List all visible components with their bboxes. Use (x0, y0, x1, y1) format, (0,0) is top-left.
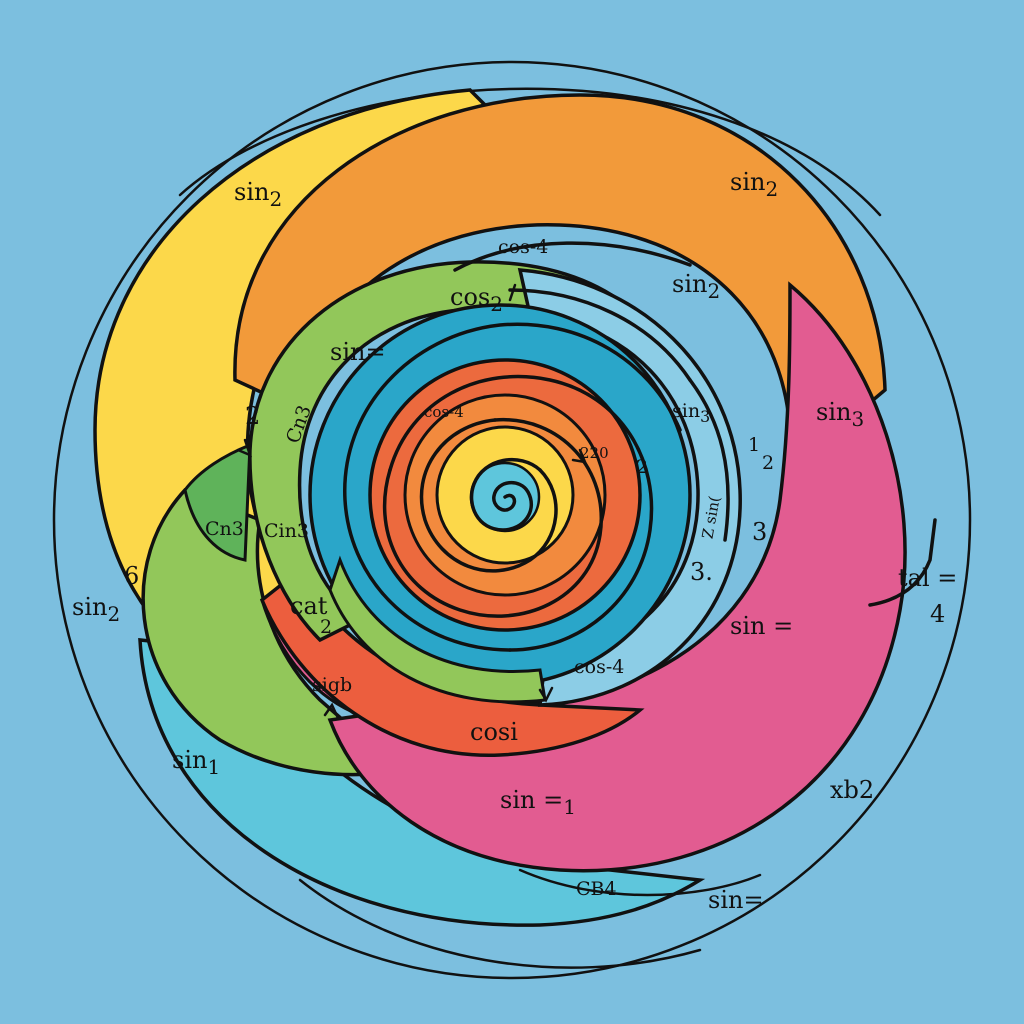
label-sin2-top-left: sin2 (234, 178, 283, 211)
label-cos4-bottom: cos-4 (574, 656, 625, 678)
label-sin-eq-1: sin =1 (500, 786, 576, 819)
spiral-swirl-4 (343, 322, 682, 652)
label-num-3-dot: 3. (690, 558, 713, 586)
label-frac-1: 1 (748, 434, 761, 456)
label-sin2-left: sin2 (72, 593, 121, 626)
spiral-swirl-2 (382, 418, 603, 618)
sweep-stroke-6 (298, 878, 702, 969)
label-cos4-inner: cos-4 (424, 403, 464, 421)
label-cn3-b: Cn3 (205, 518, 244, 540)
light-blue-ring (517, 268, 742, 707)
arrow-tick-4 (508, 283, 517, 302)
label-cb4: CB4 (576, 878, 617, 900)
sweep-stroke-4 (868, 518, 937, 607)
label-num-3-right: 3 (752, 518, 768, 546)
label-xb2: xb2 (830, 776, 875, 804)
arrow-tick-2 (323, 702, 340, 720)
arrow-tick-3 (538, 686, 554, 703)
label-sigb: sigb (312, 674, 353, 696)
center-spiral (469, 457, 542, 532)
label-sin-eq-green: sin= (330, 338, 386, 366)
dark-green-wedge (183, 442, 252, 562)
label-sin3-right: sin3 (816, 398, 865, 431)
label-cn3-c: Cin3 (264, 520, 309, 542)
label-sin-eq-bottom: sin= (708, 886, 764, 914)
sweep-stroke-1 (453, 241, 692, 272)
label-sin2-top-right: sin2 (730, 168, 779, 201)
label-num-2-left: 2 (245, 402, 261, 430)
orange-lobe (233, 93, 887, 474)
label-sin1-left: sin1 (172, 746, 221, 779)
sweep-stroke-2 (508, 288, 692, 382)
label-tal-eq: tal = (898, 564, 958, 592)
label-num-4-right: 4 (930, 600, 946, 628)
label-sin3-inner: sin3 (672, 400, 711, 426)
label-frac-2: 2 (762, 452, 775, 474)
arrow-tick-1 (236, 438, 253, 458)
label-num-2-cat: 2 (320, 616, 333, 638)
label-num-2-inner: 2 (636, 456, 649, 478)
label-cat: cat (290, 592, 328, 620)
label-cosi: cosi (470, 718, 518, 746)
label-cos4-top: cos-4 (498, 236, 549, 258)
arrow-tick-5 (571, 448, 588, 464)
label-num-6-left: 6 (124, 562, 140, 590)
outer-ring-arc (178, 87, 882, 217)
label-sin2-mid-right: sin2 (672, 270, 721, 303)
label-cos2-top: cos2 (450, 283, 503, 316)
spiral-swirl-3 (388, 374, 654, 652)
sweep-stroke-5 (518, 868, 762, 897)
sweep-stroke-3 (688, 378, 730, 542)
label-num-220: 220 (580, 444, 609, 462)
spiral-swirl-1 (419, 418, 558, 573)
label-sin-eq-pink: sin = (730, 612, 794, 640)
outer-ring (52, 60, 972, 980)
